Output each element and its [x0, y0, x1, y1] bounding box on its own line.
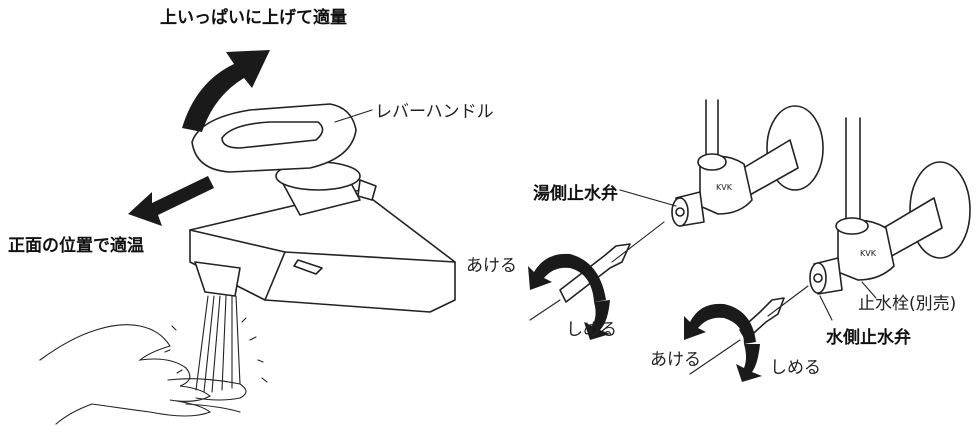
cold-valve-leader-line [819, 295, 833, 321]
hot-rotate-arrows-icon [528, 253, 610, 340]
cold-water-stop-valve: KVK [809, 117, 971, 295]
hot-valve-label: 湯側止水弁 [533, 184, 618, 204]
cold-close-label: しめる [770, 358, 821, 378]
front-position-label: 正面の位置で適温 [8, 236, 144, 256]
hot-close-label: しめる [566, 320, 617, 340]
lever-leader-line [334, 109, 373, 123]
stop-cock-label: 止水栓(別売) [858, 294, 957, 314]
hot-water-stop-valve: KVK [671, 99, 824, 227]
brand-mark-hot: KVK [716, 183, 733, 192]
stop-cock-leader-line [861, 281, 877, 299]
single-lever-faucet [189, 103, 456, 313]
brand-mark-cold: KVK [860, 249, 877, 258]
cold-valve-label: 水側止水弁 [826, 328, 911, 348]
washing-hands [39, 324, 247, 425]
front-arrow-icon [128, 176, 214, 226]
hot-open-label: あける [466, 256, 517, 276]
water-stream [164, 295, 268, 393]
cold-rotate-arrows-icon [684, 303, 762, 382]
top-instruction-label: 上いっぱいに上げて適量 [160, 8, 347, 28]
lever-handle-label: レバーハンドル [375, 102, 494, 122]
lift-arrow-icon [182, 50, 270, 132]
cold-open-label: あける [650, 350, 701, 370]
hot-valve-leader-line [619, 189, 677, 207]
